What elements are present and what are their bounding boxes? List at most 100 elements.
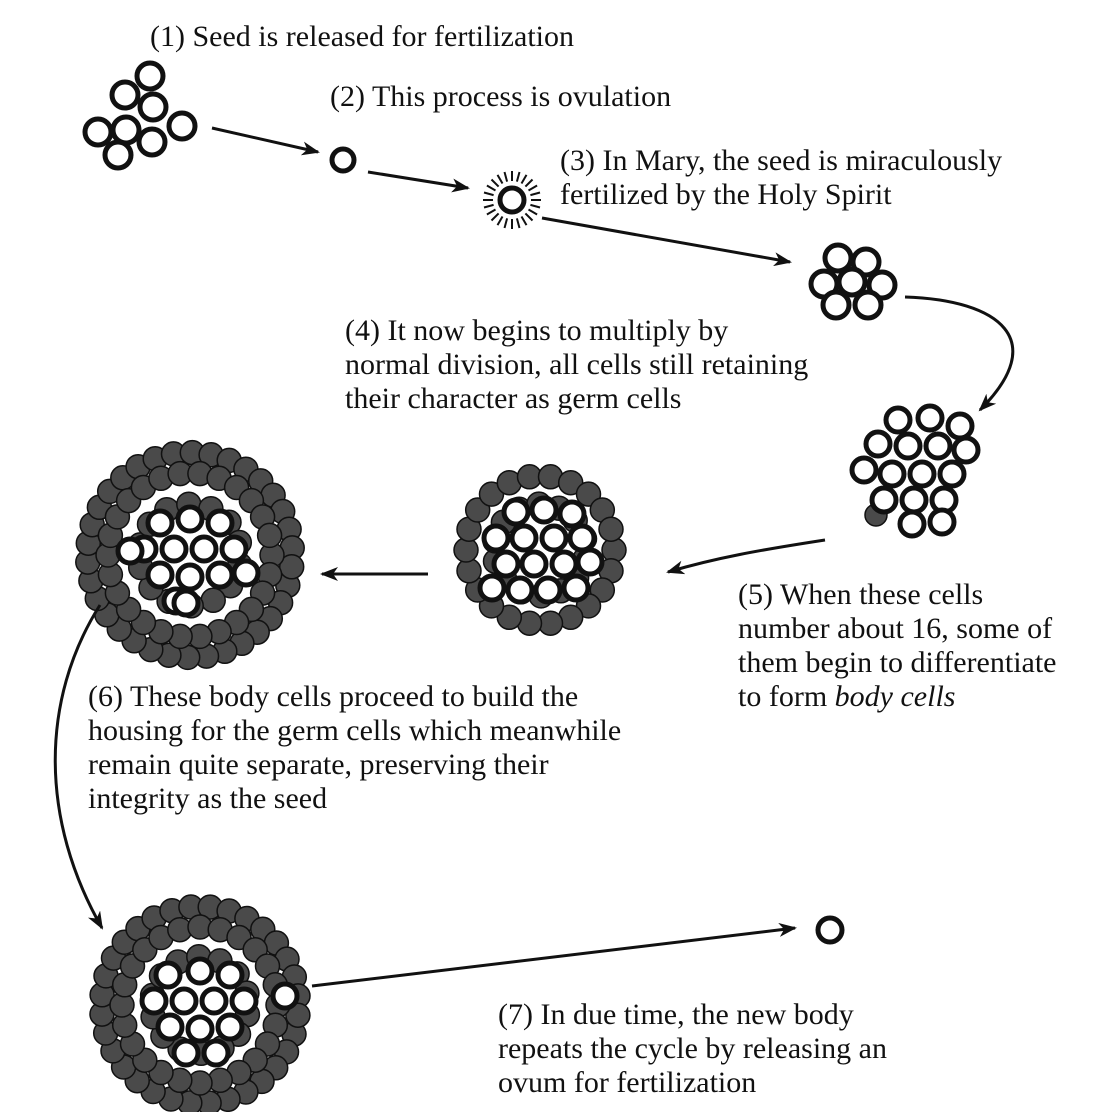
germ-cell (178, 565, 202, 589)
germ-cell (896, 434, 920, 458)
step-6-caption: (6) These body cells proceed to build th… (88, 680, 621, 816)
fertilization-ray (530, 193, 540, 196)
germ-cell (880, 462, 904, 486)
germ-cell (218, 1015, 242, 1039)
germ-cell (902, 488, 926, 512)
germ-cell (156, 963, 180, 987)
caption-line: to form body cells (738, 680, 1057, 714)
germ-cell (480, 576, 504, 600)
fertilization-ray (487, 186, 496, 191)
step-2-caption: (2) This process is ovulation (330, 80, 671, 114)
fertilized-ovum (483, 171, 541, 229)
fertilization-ray (484, 205, 494, 208)
arrow-ovum-to-fertilized (368, 172, 468, 188)
germ-cell (504, 500, 528, 524)
germ-cell (113, 117, 139, 143)
germ-cell (522, 552, 546, 576)
germ-cell (158, 1015, 182, 1039)
germ-cell (839, 269, 865, 295)
caption-line: ovum for fertilization (498, 1066, 887, 1100)
germ-cell (910, 462, 934, 486)
caption-line: repeats the cycle by releasing an (498, 1032, 887, 1066)
germ-cell (148, 511, 172, 535)
body-cell-housing-cluster (76, 441, 304, 670)
germ-cell (852, 458, 876, 482)
caption-line: number about 16, some of (738, 612, 1057, 646)
body-cell (602, 538, 626, 562)
germ-cell (218, 963, 242, 987)
released-new-ovum (273, 984, 297, 1008)
germ-cell (204, 1041, 228, 1065)
body-cell (599, 517, 623, 541)
germ-cell (85, 119, 111, 145)
germ-cell (542, 526, 566, 550)
germ-cell (855, 292, 881, 318)
germ-cell (148, 563, 172, 587)
fertilization-ray (522, 175, 527, 184)
germ-cell (140, 94, 166, 120)
caption-line: (2) This process is ovulation (330, 80, 671, 114)
fertilization-ray (492, 180, 499, 187)
germ-cell (508, 578, 532, 602)
fertilization-ray (529, 186, 538, 191)
body-cell (457, 559, 481, 583)
germ-cell (192, 537, 216, 561)
germ-cell (208, 563, 232, 587)
germ-cell (188, 959, 212, 983)
germ-cell (202, 989, 226, 1013)
germ-cell (948, 414, 972, 438)
caption-line: (5) When these cells (738, 578, 1057, 612)
germ-cell (552, 552, 576, 576)
differentiating-cell-cluster (454, 465, 626, 635)
body-cell (258, 523, 282, 547)
arrow-seven-to-sixteen (905, 297, 1013, 410)
germ-cell (866, 432, 890, 456)
germ-cell (232, 989, 256, 1013)
fertilization-ray (525, 180, 532, 187)
germ-cell (234, 561, 258, 585)
step-5-caption: (5) When these cells number about 16, so… (738, 578, 1057, 714)
caption-line: (3) In Mary, the seed is miraculously (560, 144, 1002, 178)
fertilization-ray (505, 218, 508, 228)
germ-cell (169, 113, 195, 139)
caption-line: (4) It now begins to multiply by (345, 314, 808, 348)
released-ovum (332, 149, 354, 171)
caption-line: (6) These body cells proceed to build th… (88, 680, 621, 714)
fertilization-ray (492, 213, 499, 220)
germ-cell (208, 511, 232, 535)
sixteen-cell-cluster (852, 406, 978, 536)
arrow-fertilized-to-seven (542, 218, 790, 262)
caption-line: fertilized by the Holy Spirit (560, 178, 1002, 212)
germ-cell (174, 1041, 198, 1065)
germ-cell (930, 510, 954, 534)
caption-line: them begin to differentiate (738, 646, 1057, 680)
germ-cell (174, 591, 198, 615)
germ-cell (112, 82, 138, 108)
seven-germ-cell-cluster (811, 245, 895, 318)
germ-cell (118, 539, 142, 563)
germ-cell (926, 434, 950, 458)
caption-line: normal division, all cells still retaini… (345, 348, 808, 382)
caption-text: to form (738, 680, 835, 713)
germ-cell (532, 498, 556, 522)
fertilization-ray (498, 217, 503, 226)
body-cell (454, 538, 478, 562)
germ-cell (162, 537, 186, 561)
germ-cell (872, 488, 896, 512)
caption-line: housing for the germ cells which meanwhi… (88, 714, 621, 748)
germ-cell (142, 989, 166, 1013)
final-ovum (818, 918, 842, 942)
emphasis-text: body cells (835, 680, 956, 713)
germ-cell (139, 129, 165, 155)
germ-cell (570, 526, 594, 550)
fertilization-ray (484, 193, 494, 196)
germ-cell (825, 245, 851, 271)
body-cell (201, 588, 225, 612)
germ-cell (900, 512, 924, 536)
germ-cell (172, 989, 196, 1013)
initial-germ-cell-cluster (85, 63, 195, 168)
germ-cell (954, 438, 978, 462)
step-4-caption: (4) It now begins to multiply by normal … (345, 314, 808, 416)
step-7-caption: (7) In due time, the new body repeats th… (498, 998, 887, 1100)
caption-line: (7) In due time, the new body (498, 998, 887, 1032)
